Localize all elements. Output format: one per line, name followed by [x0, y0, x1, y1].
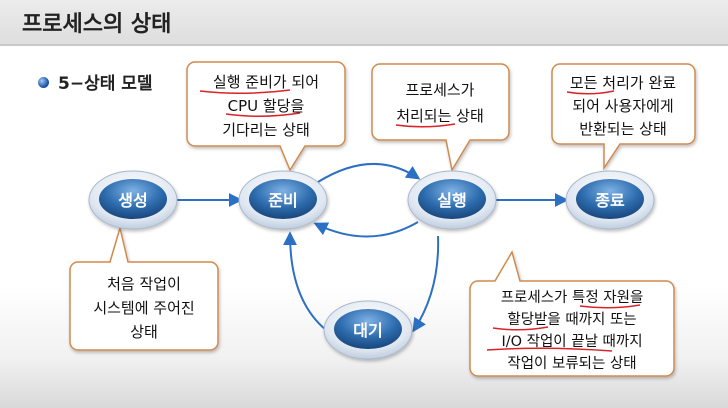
callout-create-line-1: 처음 작업이	[107, 275, 181, 293]
callout-exit-line-2: 되어 사용자에게	[572, 97, 673, 115]
state-node-running: 실행	[407, 170, 497, 230]
callout-ready-line-3: 기다리는 상태	[222, 121, 310, 139]
state-label-running: 실행	[437, 191, 466, 210]
arrow-running-to-ready	[313, 221, 419, 238]
state-label-exit: 종료	[595, 191, 625, 210]
callout-exit: 모든 처리가 완료 되어 사용자에게 반환되는 상태	[551, 63, 696, 171]
callout-exit-line-3: 반환되는 상태	[579, 120, 667, 138]
arrow-ready-to-running	[317, 162, 421, 183]
state-node-exit: 종료	[565, 170, 655, 230]
callout-running-line-2: 처리되는 상태	[396, 107, 484, 125]
arrow-running-to-blocked	[412, 235, 440, 333]
underline-mark	[566, 90, 615, 95]
bullet-text: 5−상태 모델	[58, 74, 153, 94]
callout-create: 처음 작업이 시스템에 주어진 상태	[69, 225, 219, 351]
callout-create-line-3: 상태	[130, 323, 158, 341]
state-label-create: 생성	[118, 191, 147, 210]
underline-mark	[492, 326, 549, 331]
underline-mark	[395, 123, 456, 128]
callout-running-line-1: 프로세스가	[405, 81, 474, 99]
transitions	[176, 162, 569, 333]
state-node-create: 생성	[88, 170, 178, 230]
state-node-ready: 준비	[238, 170, 328, 230]
callout-blocked-line-3: I/O 작업이 끝날 때까지	[501, 333, 642, 350]
callout-exit-line-1: 모든 처리가 완료	[570, 74, 676, 92]
slide-title: 프로세스의 상태	[22, 12, 172, 37]
callout-ready: 실행 준비가 되어 CPU 할당을 기다리는 상태	[186, 61, 346, 172]
state-label-ready: 준비	[268, 191, 297, 210]
underline-mark	[225, 112, 301, 118]
underline-mark	[199, 89, 291, 94]
state-node-blocked: 대기	[323, 300, 413, 360]
callout-blocked-line-4: 작업이 보류되는 상태	[507, 355, 636, 372]
underline-mark	[579, 304, 641, 309]
title-bar: 프로세스의 상태	[0, 0, 728, 46]
bullet-icon	[38, 77, 49, 88]
state-label-blocked: 대기	[353, 321, 382, 340]
underline-mark	[486, 347, 613, 352]
arrow-blocked-to-ready	[283, 231, 327, 331]
callout-blocked-line-2: 할당받을 때까지 또는	[507, 311, 636, 328]
callout-running: 프로세스가 처리되는 상태	[371, 63, 510, 173]
callout-blocked: 프로세스가 특정 자원을 할당받을 때까지 또는 I/O 작업이 끝날 때까지 …	[469, 250, 675, 377]
callout-ready-line-1: 실행 준비가 되어	[213, 73, 319, 91]
callout-create-line-2: 시스템에 주어진	[93, 299, 194, 317]
callout-blocked-line-1: 프로세스가 특정 자원을	[501, 289, 644, 306]
callout-ready-line-2: CPU 할당을	[228, 97, 305, 115]
